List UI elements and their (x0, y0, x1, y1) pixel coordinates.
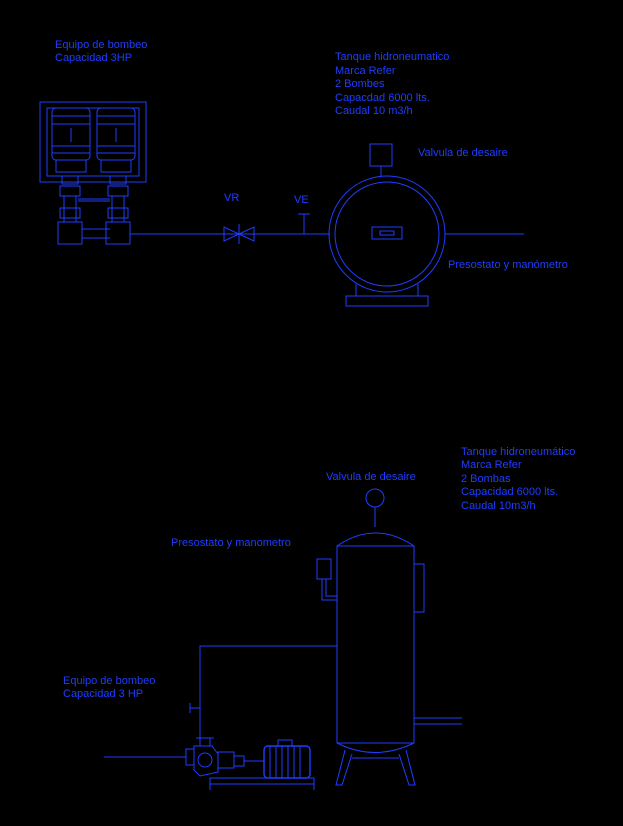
top-view: Equipo de bombeo Capacidad 3HP Tanque hi… (39, 39, 568, 307)
vr-valve-symbol (223, 224, 255, 244)
top-pump-label: Equipo de bombeo Capacidad 3HP (55, 39, 150, 64)
side-switch-label: Presostato y manometro (171, 537, 291, 549)
top-tank-label: Tanque hidroneumatico Marca Refer 2 Bomb… (335, 51, 452, 117)
side-valve-label: Valvula de desaire (326, 471, 416, 483)
top-valve-label: Valvula de desaire (418, 147, 508, 159)
top-pump-piping (57, 175, 131, 245)
side-tank-label: Tanque hidroneumático Marca Refer 2 Bomb… (461, 446, 578, 512)
top-switch-label: Presostato y manómetro (448, 259, 568, 271)
side-pump-label: Equipo de bombeo Capacidad 3 HP (63, 675, 158, 700)
side-pump-unit (185, 737, 315, 790)
ve-valve-symbol (298, 213, 310, 234)
top-pump-unit (39, 101, 147, 183)
side-view: Tanque hidroneumático Marca Refer 2 Bomb… (63, 446, 578, 790)
vr-label: VR (224, 192, 239, 204)
top-tank (328, 143, 524, 307)
ve-label: VE (294, 194, 309, 206)
side-piping (104, 645, 337, 758)
side-tank (316, 488, 462, 786)
